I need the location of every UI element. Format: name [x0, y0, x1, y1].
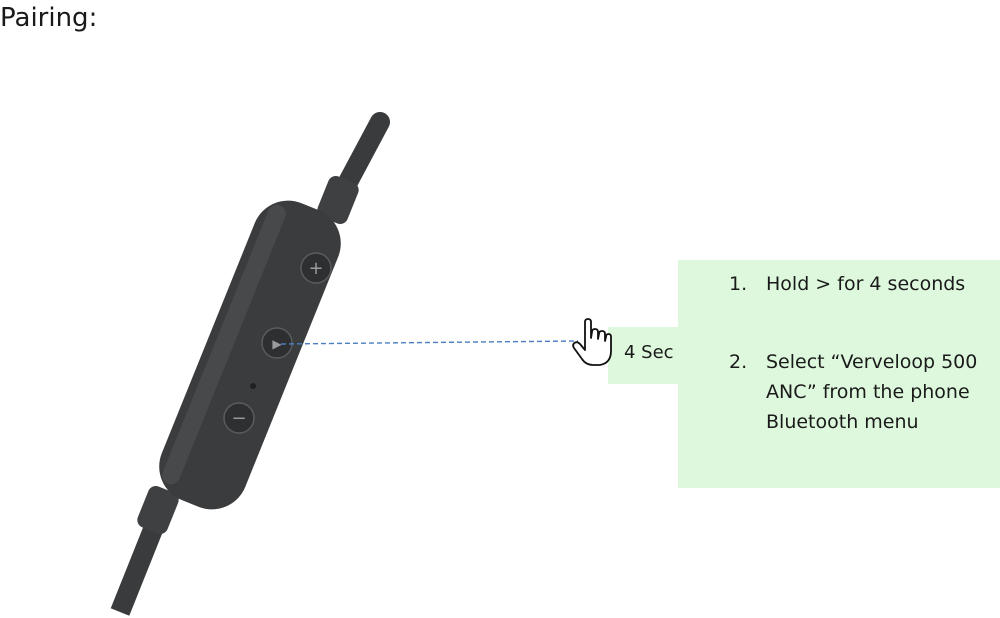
volume-down-button[interactable]: −: [223, 402, 255, 434]
play-pause-button[interactable]: ▶: [261, 327, 293, 359]
cable-bottom: [110, 518, 166, 616]
step-text: Hold > for 4 seconds: [766, 273, 966, 295]
press-duration-label: 4 Sec: [608, 327, 682, 384]
press-duration-text: 4 Sec: [624, 342, 674, 363]
strain-relief-top: [317, 176, 359, 224]
strain-relief-bottom: [137, 486, 179, 534]
svg-text:+: +: [308, 258, 323, 279]
step-item: 2. Select “Verveloop 500 ANC” from the p…: [678, 347, 1000, 467]
volume-up-button[interactable]: +: [300, 252, 332, 284]
svg-text:▶: ▶: [272, 337, 282, 351]
svg-text:−: −: [231, 408, 246, 429]
step-text: Select “Verveloop 500 ANC” from the phon…: [766, 351, 978, 433]
pairing-steps-panel: 1. Hold > for 4 seconds 2. Select “Verve…: [678, 260, 1000, 488]
remote-body: [159, 200, 341, 510]
leader-line: [280, 340, 579, 345]
microphone-hole: [250, 383, 256, 389]
step-number: 2.: [729, 351, 748, 373]
step-number: 1.: [729, 273, 748, 295]
pointing-hand-icon: [572, 318, 612, 366]
page-title: Pairing:: [0, 3, 98, 33]
step-item: 1. Hold > for 4 seconds: [678, 269, 1000, 347]
cable-top: [338, 112, 390, 192]
